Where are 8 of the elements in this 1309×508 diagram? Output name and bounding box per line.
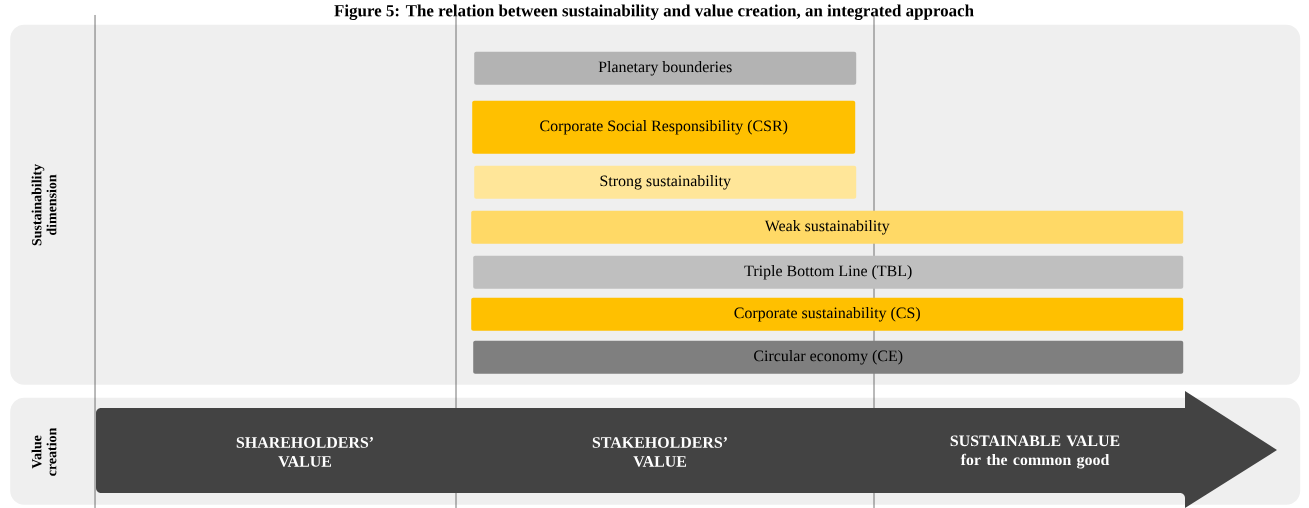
concept-bar: Planetary bounderies — [474, 51, 857, 85]
figure-title: Figure 5: The relation between sustainability and value creation, an integrated approach — [334, 4, 974, 20]
concept-bar: Circular economy (CE) — [473, 340, 1184, 374]
concept-bar: Weak sustainability — [471, 210, 1184, 244]
concept-bar: Triple Bottom Line (TBL) — [473, 255, 1184, 289]
concept-bar: Corporate sustainability (CS) — [471, 297, 1184, 331]
concept-bar: Strong sustainability — [474, 165, 857, 199]
concept-bar: Corporate Social Responsibility (CSR) — [472, 100, 856, 154]
